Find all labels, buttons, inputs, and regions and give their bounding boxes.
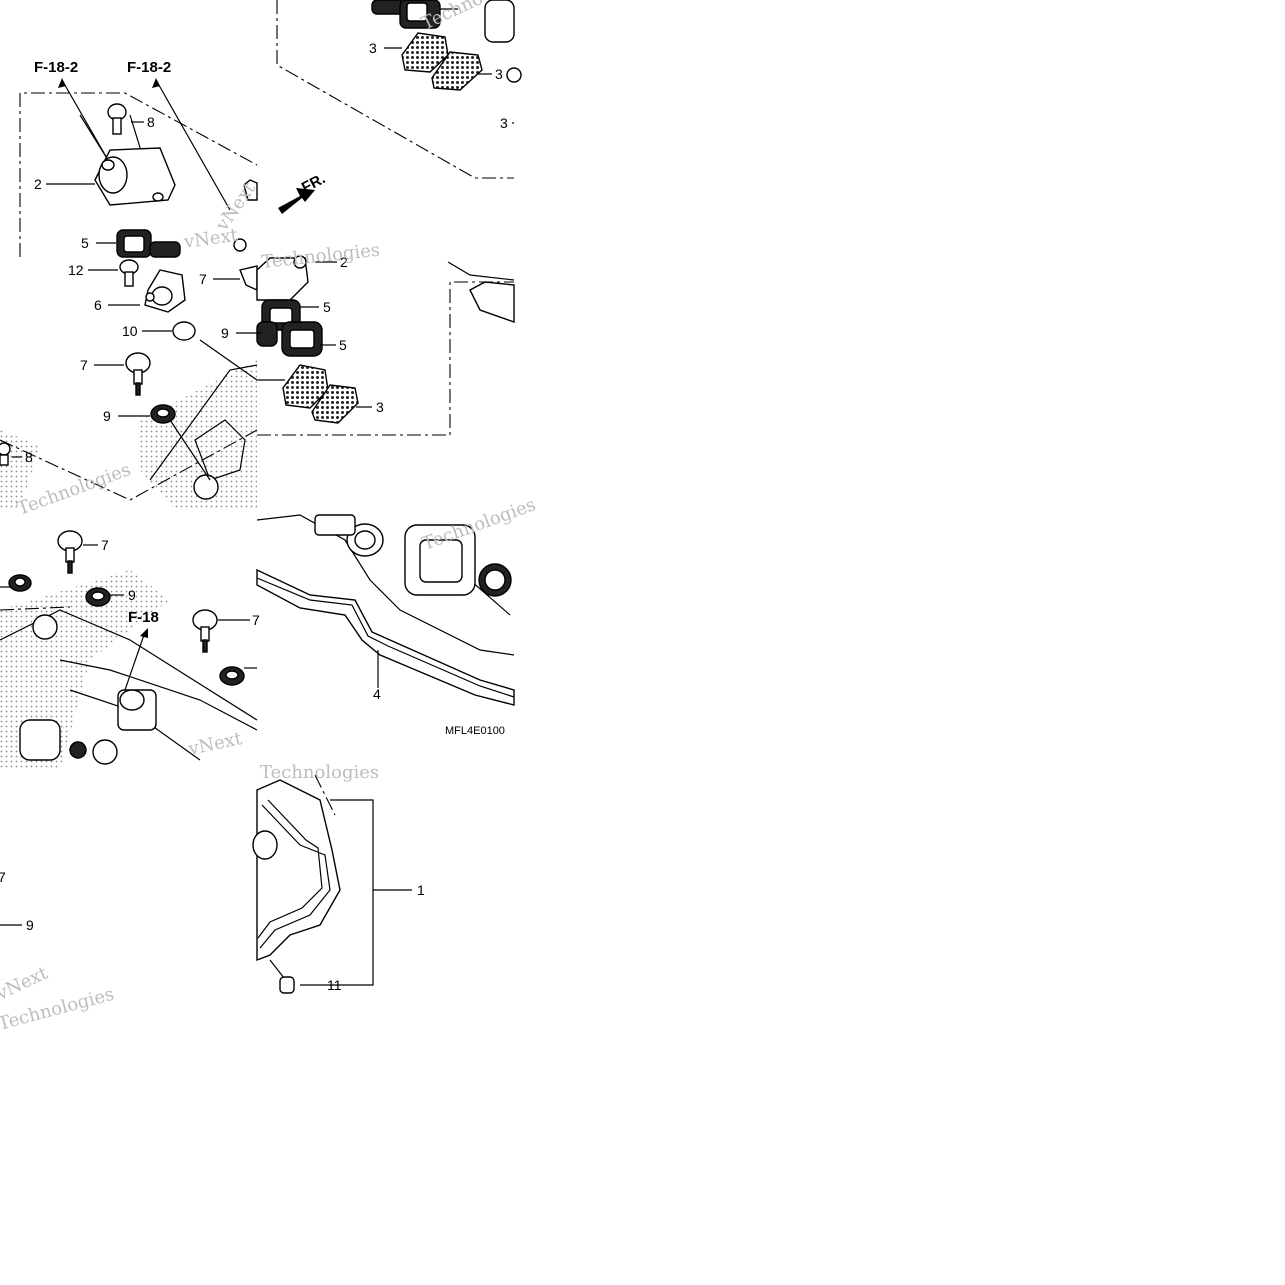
part-cylinder-head: [314, 514, 512, 597]
callout-7: 7: [80, 357, 88, 373]
callout-3: 3: [376, 399, 384, 415]
part-3-filter: [401, 32, 483, 91]
callout-11: 11: [327, 977, 342, 993]
callout-10: 10: [122, 323, 138, 339]
callout-12: 12: [68, 262, 84, 278]
tile-middle-left: 12 6 10 7 9 8 7 Technologies: [0, 259, 258, 520]
callout-5: 5: [81, 235, 89, 251]
callout-2: 2: [340, 254, 348, 270]
callout-3: 3: [369, 40, 377, 56]
tile-top-middle: 3 3 3 Techno: [276, 0, 522, 179]
part-11-grommet: [269, 959, 295, 994]
callout-7: 7: [252, 612, 260, 628]
callout-9: 9: [26, 917, 34, 933]
callout-3: 3: [500, 115, 508, 131]
part-8-bolt: [107, 103, 127, 135]
callout-6: 6: [94, 297, 102, 313]
front-direction-arrow: FR.: [278, 170, 328, 214]
callout-8: 8: [25, 449, 33, 465]
callout-1: 1: [417, 882, 425, 898]
part-9-washer: [85, 587, 111, 607]
callout-3: 3: [495, 66, 503, 82]
tile-bottom-left: 7 9 vNext Technologies: [0, 869, 116, 1035]
part-12-bolt: [119, 259, 139, 287]
part-1-cylinder-head-cover: [252, 779, 341, 962]
part-2-cover: [94, 147, 176, 206]
tile-center-lower: 4 MFL4E0100 Technologies: [256, 494, 539, 737]
tile-lower-left: 7 9 7 F-18 vNext: [0, 530, 260, 770]
callout-9: 9: [221, 325, 229, 341]
callout-7: 7: [0, 869, 6, 885]
tile-top-left: FR. 2 8 5 F-18-2 F-18-2 vNext vNext: [19, 59, 328, 258]
diagram-code: MFL4E0100: [445, 725, 505, 737]
tile-center: 2 5 9 5 3 Technologies: [221, 240, 515, 436]
part-6-sensor: [144, 269, 186, 313]
watermark-text: Technologies: [260, 240, 381, 273]
part-8-bolt: [0, 442, 11, 466]
callout-7: 7: [101, 537, 109, 553]
reference-f-18-2-left: F-18-2: [34, 59, 78, 76]
callout-4: 4: [373, 686, 381, 702]
part-9-washer: [150, 404, 176, 424]
reference-f-18: F-18: [128, 609, 159, 626]
callout-7: 7: [199, 271, 207, 287]
callout-5: 5: [323, 299, 331, 315]
watermark-text: Technologies: [260, 762, 379, 783]
reference-f-18-2-right: F-18-2: [127, 59, 171, 76]
part-7-bolt: [125, 352, 151, 396]
watermark-text: vNext: [186, 728, 245, 760]
callout-9: 9: [103, 408, 111, 424]
callout-9: 9: [128, 587, 136, 603]
watermark-text: vNext: [0, 962, 52, 1005]
callout-2: 2: [34, 176, 42, 192]
part-5-gasket: [256, 299, 323, 357]
part-7-bolt: [57, 530, 83, 574]
callout-8: 8: [147, 114, 155, 130]
tile-bottom-center: 1 11 Technologies: [252, 762, 425, 994]
part-3-filter: [282, 364, 359, 424]
part-7-bolt: [192, 609, 218, 653]
callout-5: 5: [339, 337, 347, 353]
